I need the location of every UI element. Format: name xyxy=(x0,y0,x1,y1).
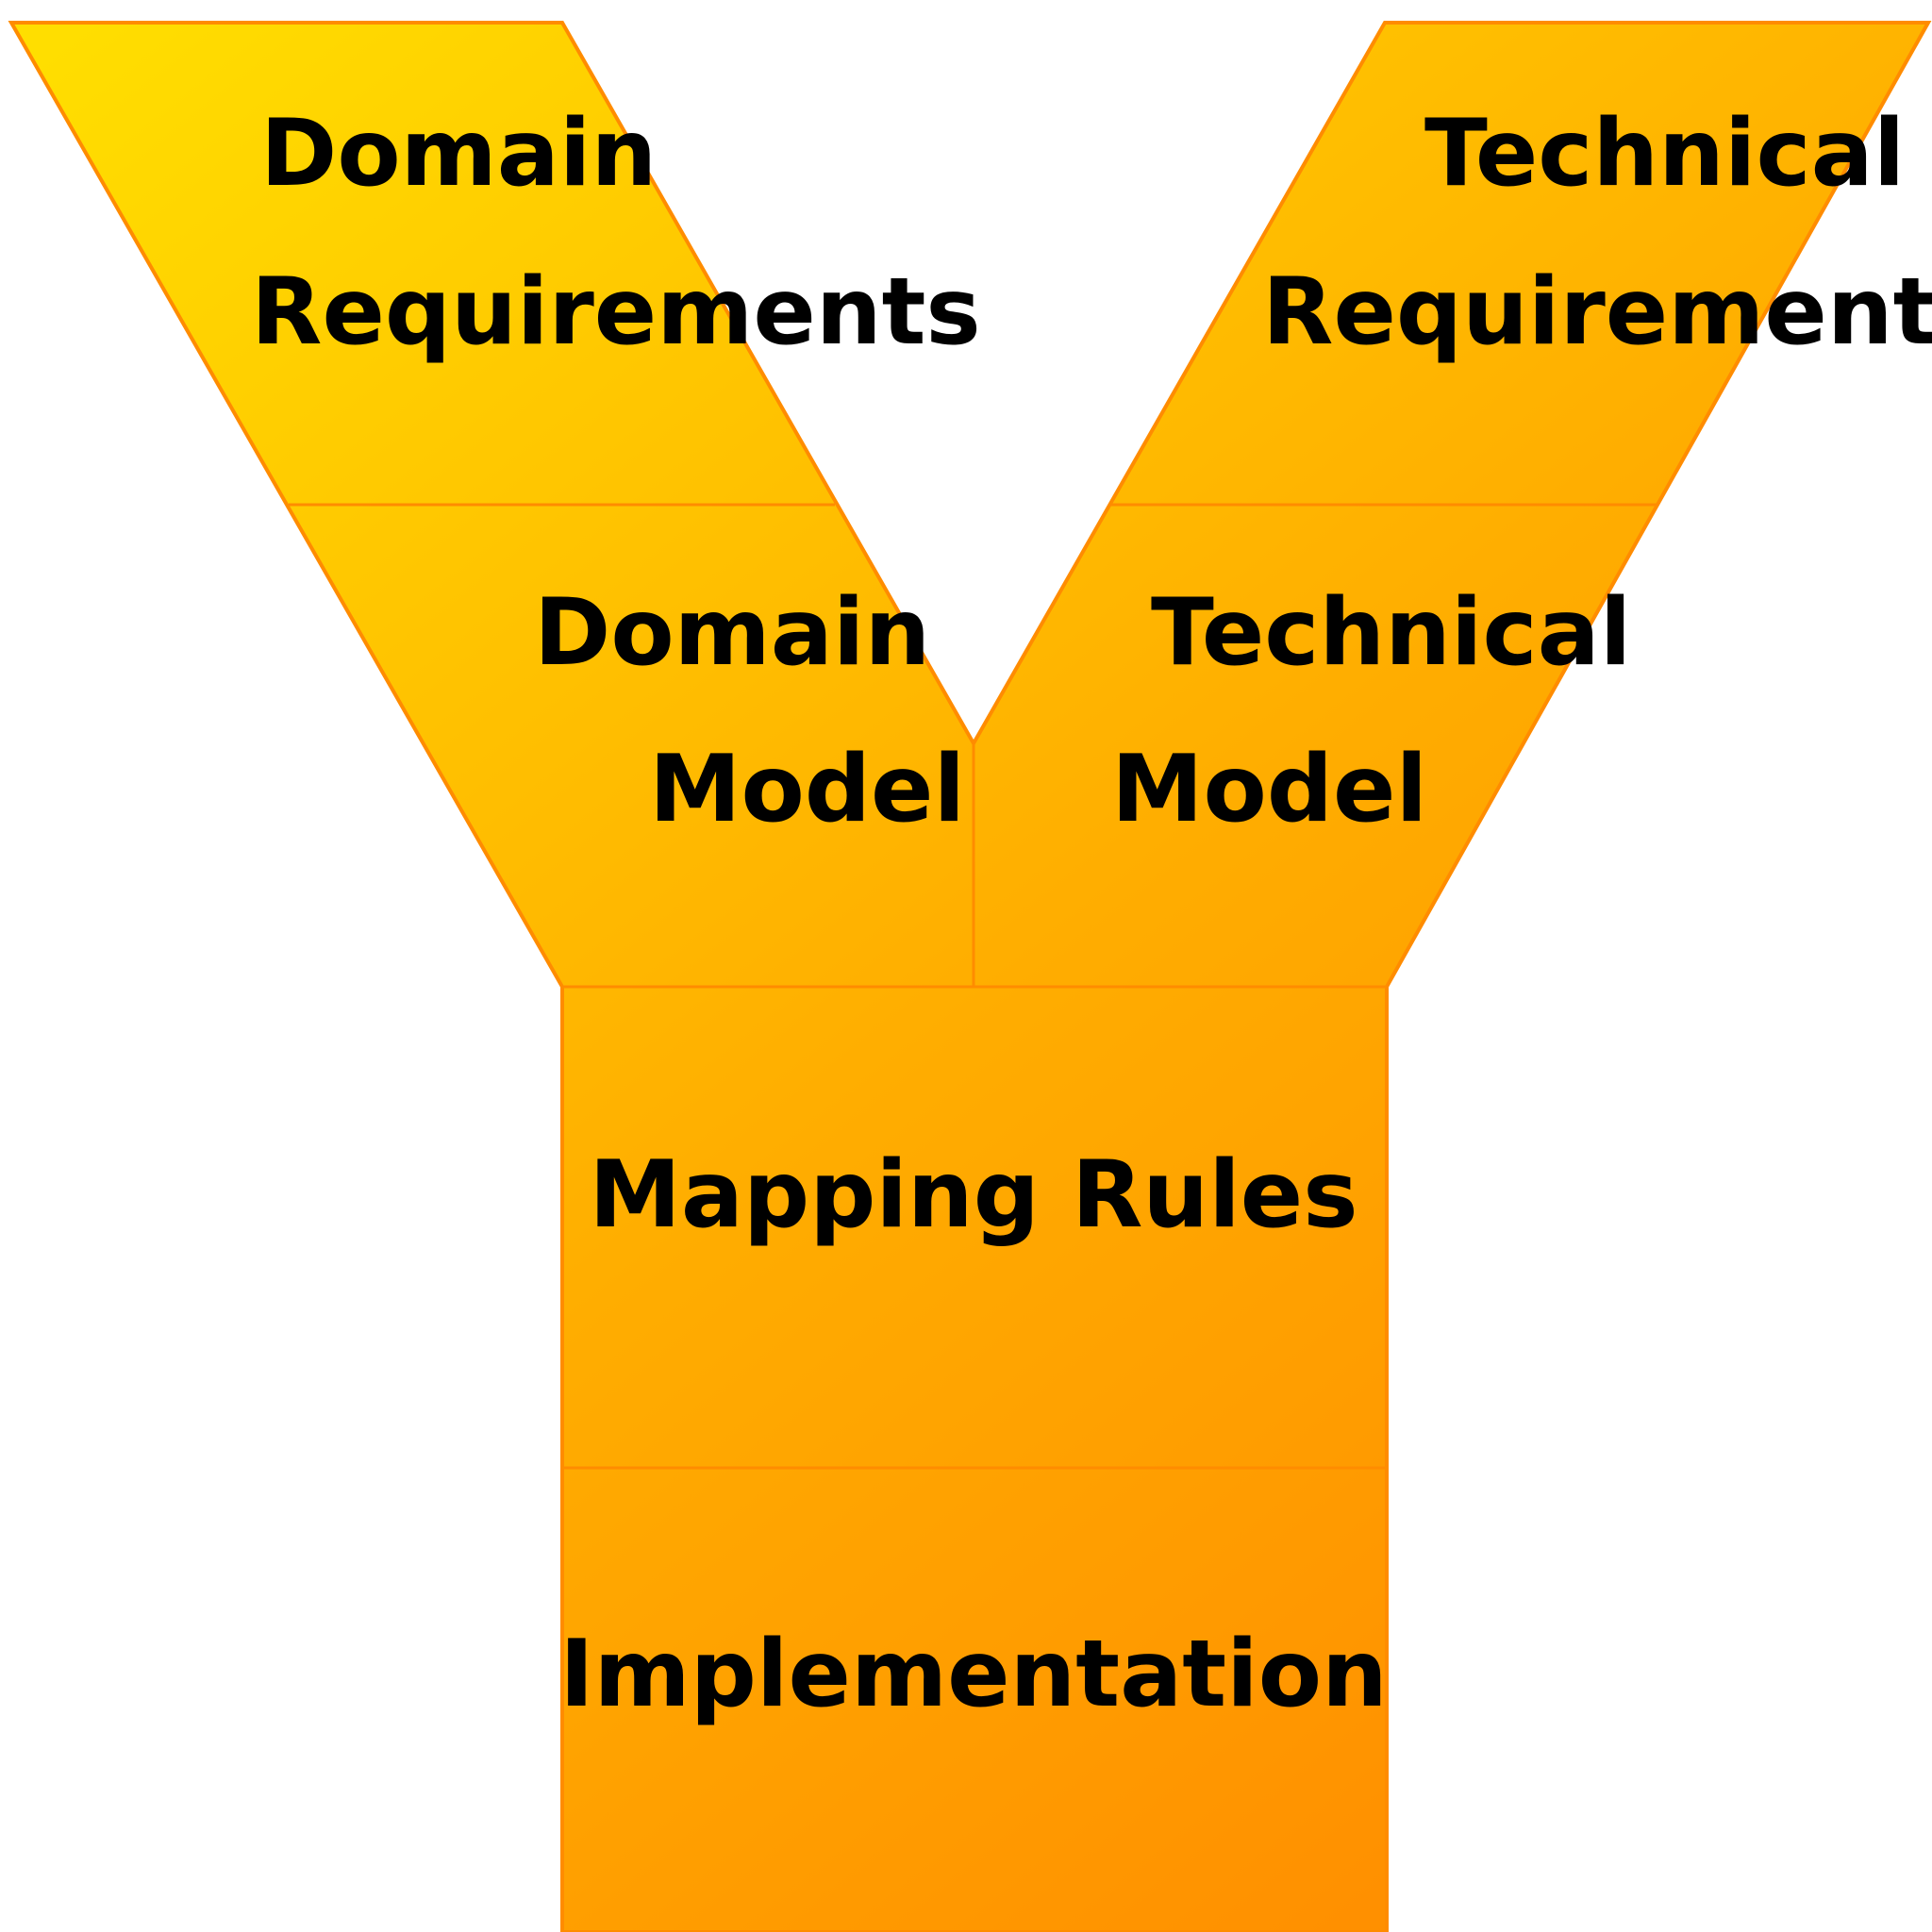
mapping-rules-label: Mapping Rules xyxy=(589,1141,1357,1249)
technical-requirements-label-line1: Technical xyxy=(1424,100,1905,208)
domain-model-label-line2: Model xyxy=(649,736,965,843)
technical-model-label-line2: Model xyxy=(1111,736,1427,843)
technical-model-label-line1: Technical xyxy=(1151,579,1631,687)
domain-requirements-label-line1: Domain xyxy=(260,100,657,208)
domain-requirements-label-line2: Requirements xyxy=(251,258,981,366)
domain-model-label-line1: Domain xyxy=(534,579,930,687)
technical-requirements-label-line2: Requirements xyxy=(1262,258,1932,366)
implementation-label: Implementation xyxy=(559,1621,1388,1728)
